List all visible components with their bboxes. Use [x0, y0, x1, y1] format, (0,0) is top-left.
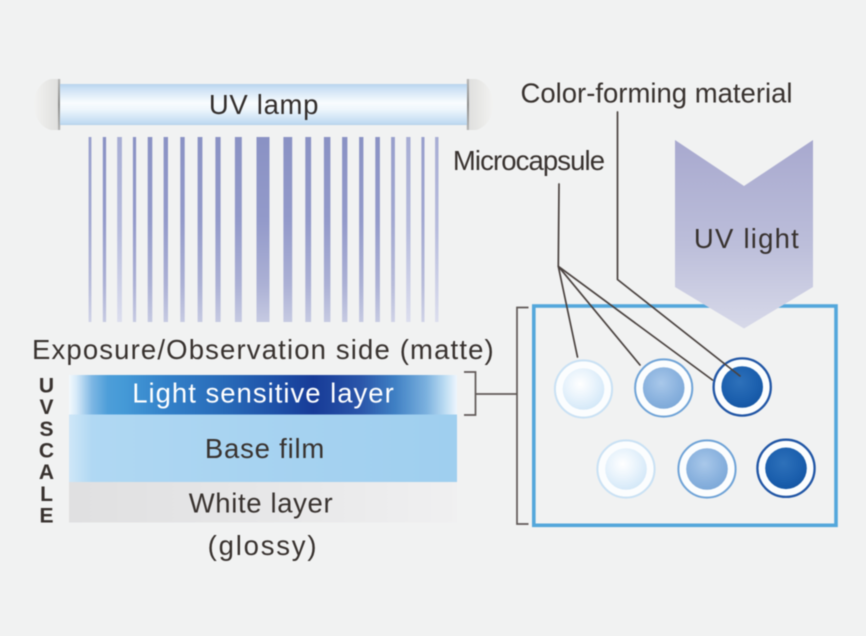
- svg-text:V: V: [39, 396, 53, 419]
- svg-text:L: L: [40, 483, 53, 506]
- svg-text:Exposure/Observation side (mat: Exposure/Observation side (matte): [32, 334, 495, 365]
- svg-text:E: E: [39, 505, 53, 528]
- svg-text:Microcapsule: Microcapsule: [453, 145, 605, 176]
- svg-text:UV lamp: UV lamp: [209, 89, 319, 120]
- svg-text:UV light: UV light: [694, 223, 800, 254]
- svg-text:U: U: [39, 375, 54, 398]
- svg-text:Color-forming material: Color-forming material: [520, 78, 792, 109]
- svg-text:(glossy): (glossy): [208, 530, 319, 561]
- svg-text:C: C: [39, 440, 54, 463]
- svg-text:Light sensitive layer: Light sensitive layer: [132, 378, 395, 409]
- svg-text:S: S: [39, 418, 53, 441]
- svg-text:Base film: Base film: [205, 433, 325, 464]
- svg-text:A: A: [39, 461, 54, 484]
- svg-text:White layer: White layer: [189, 488, 334, 519]
